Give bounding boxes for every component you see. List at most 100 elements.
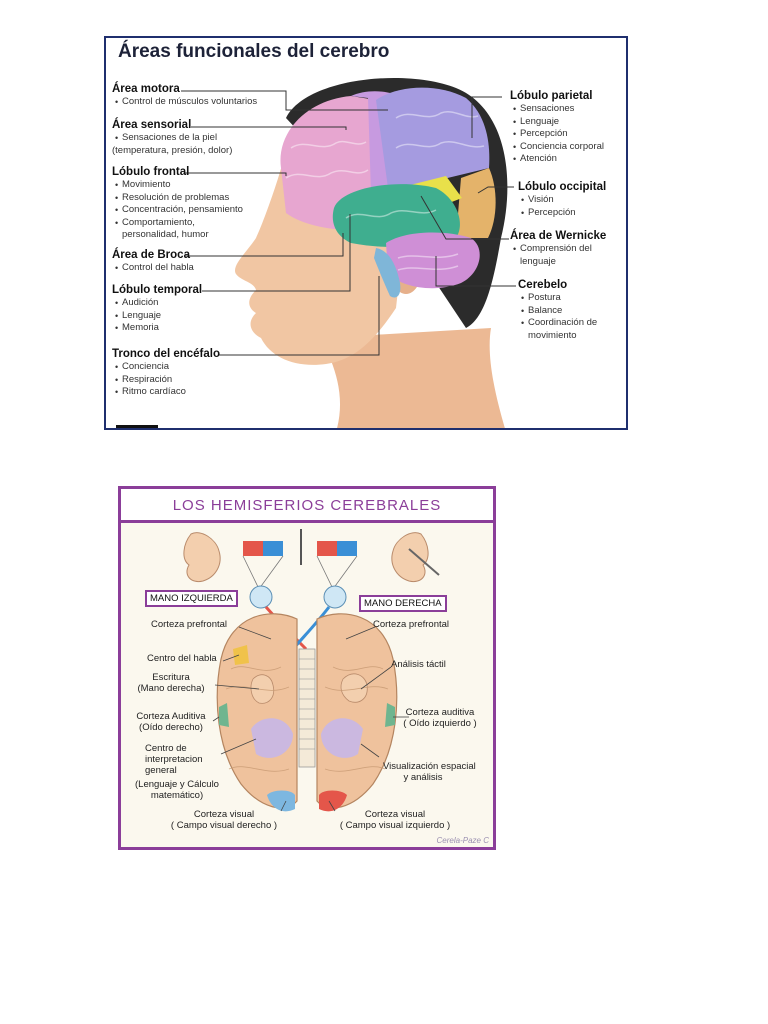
label-line: ( Oído izquierdo ) — [403, 718, 477, 729]
label-broca-area: Área de Broca Control del habla — [112, 248, 194, 275]
brain-functional-areas-figure: Áreas funcionales del cerebro Área motor… — [104, 36, 628, 430]
left-hand-icon — [183, 532, 221, 583]
label-item: Postura — [521, 292, 597, 305]
interpretation-area — [251, 718, 293, 758]
label-line: (Oído derecho) — [139, 722, 203, 733]
label-heading: Área sensorial — [112, 119, 192, 131]
cerebellum-region — [386, 232, 480, 289]
label-item: lenguaje — [520, 255, 556, 267]
label-wernicke-area: Área de Wernicke Comprensión del lenguaj… — [510, 229, 606, 268]
label-frontal-lobe: Lóbulo frontal Movimiento Resolución de … — [112, 165, 243, 242]
label-item: Percepción — [513, 128, 604, 141]
label-item: Resolución de problemas — [115, 192, 243, 205]
corpus-callosum — [298, 648, 316, 768]
label-item: Lenguaje — [513, 116, 604, 129]
label-line: Escritura — [152, 672, 190, 683]
label-item: Coordinación de — [521, 317, 597, 330]
label-line: matemático) — [150, 790, 204, 801]
left-writing-hand-icon — [250, 674, 275, 704]
label-item: (temperatura, presión, dolor) — [112, 144, 233, 156]
figure2-title: LOS HEMISFERIOS CEREBRALES — [172, 497, 442, 514]
figure2-titlebar: LOS HEMISFERIOS CEREBRALES — [121, 489, 493, 523]
right-auditory-area — [385, 703, 395, 727]
label-line: (Lenguaje y Cálculo — [135, 779, 219, 790]
label-line: Centro de — [145, 743, 187, 754]
right-visual-cortex — [319, 790, 347, 812]
label-heading: Área de Broca — [112, 249, 190, 261]
label-heading: Lóbulo temporal — [112, 284, 203, 296]
label-item: Visión — [521, 194, 606, 207]
left-visual-cortex — [267, 790, 295, 812]
left-hand-label: MANO IZQUIERDA — [145, 590, 238, 607]
label-left-prefrontal: Corteza prefrontal — [151, 619, 228, 630]
label-brainstem: Tronco del encéfalo Conciencia Respiraci… — [112, 347, 220, 399]
label-line: Corteza visual — [193, 809, 255, 820]
label-item: Control del habla — [115, 262, 194, 275]
label-item: Atención — [513, 153, 604, 166]
cerebral-hemispheres-figure: LOS HEMISFERIOS CEREBRALES — [118, 486, 496, 850]
label-writing: Escritura (Mano derecha) — [131, 672, 211, 694]
label-item: movimiento — [528, 329, 577, 341]
right-hemisphere — [316, 613, 398, 809]
left-eye-icon — [249, 585, 273, 609]
label-item: Respiración — [115, 374, 220, 387]
left-visual-field-red — [243, 541, 263, 556]
label-heading: Lóbulo occipital — [518, 181, 607, 193]
label-left-visual-cortex: Corteza visual ( Campo visual derecho ) — [159, 809, 289, 831]
label-item: Conciencia — [115, 361, 220, 374]
label-heading: Cerebelo — [518, 279, 568, 291]
label-item: Sensaciones de la piel — [115, 132, 232, 145]
bottom-bar — [116, 425, 158, 428]
label-heading: Área motora — [112, 83, 180, 95]
label-tactile-analysis: Análisis táctil — [391, 659, 446, 670]
label-line: y análisis — [403, 772, 443, 783]
label-parietal-lobe: Lóbulo parietal Sensaciones Lenguaje Per… — [510, 89, 604, 166]
label-sensory-area: Área sensorial Sensaciones de la piel (t… — [112, 118, 232, 157]
label-heading: Tronco del encéfalo — [112, 348, 220, 360]
label-heading: Lóbulo parietal — [510, 90, 593, 102]
label-item: Ritmo cardíaco — [115, 386, 220, 399]
label-item: Balance — [521, 305, 597, 318]
right-hand-icon — [391, 532, 429, 583]
label-item: Comprensión del — [513, 243, 606, 256]
label-line: interpretacion — [145, 754, 203, 765]
left-auditory-area — [219, 703, 229, 727]
label-interpretation-center: Centro de interpretacion general — [145, 743, 203, 776]
label-item: Sensaciones — [513, 103, 604, 116]
label-line: ( Campo visual derecho ) — [170, 820, 278, 831]
left-hemisphere — [216, 613, 298, 809]
label-line: general — [145, 765, 177, 776]
right-hand-label: MANO DERECHA — [359, 595, 447, 612]
label-item: Audición — [115, 297, 202, 310]
label-spatial-visualization: Visualización espacial y análisis — [383, 761, 476, 783]
label-item: Concentración, pensamiento — [115, 204, 243, 217]
label-item: Lenguaje — [115, 310, 202, 323]
label-line: ( Campo visual izquierdo ) — [339, 820, 451, 831]
label-item: Control de músculos voluntarios — [115, 96, 257, 109]
head-brain-illustration — [181, 78, 516, 428]
label-heading: Lóbulo frontal — [112, 166, 190, 178]
label-heading: Área de Wernicke — [510, 230, 607, 242]
sensory-area-region — [376, 87, 490, 188]
occipital-lobe-region — [456, 168, 496, 238]
label-item: Movimiento — [115, 179, 243, 192]
right-eye-icon — [323, 585, 347, 609]
label-item: Conciencia corporal — [513, 141, 604, 154]
left-visual-field-blue — [263, 541, 283, 556]
credit-signature: Cerela-Paze C — [436, 836, 489, 845]
label-temporal-lobe: Lóbulo temporal Audición Lenguaje Memori… — [112, 283, 202, 335]
label-line: Corteza Auditiva — [136, 711, 206, 722]
spatial-area — [321, 718, 363, 758]
label-line: Corteza visual — [364, 809, 426, 820]
brainstem-region — [374, 248, 401, 298]
label-line: (Mano derecha) — [137, 683, 205, 694]
label-left-auditory: Corteza Auditiva (Oído derecho) — [129, 711, 213, 733]
label-line: Corteza auditiva — [405, 707, 475, 718]
label-line: Visualización espacial — [383, 761, 476, 772]
label-occipital-lobe: Lóbulo occipital Visión Percepción — [518, 180, 606, 219]
right-visual-field-blue — [337, 541, 357, 556]
figure1-title: Áreas funcionales del cerebro — [118, 41, 390, 62]
temporal-lobe-region — [332, 184, 460, 248]
label-right-auditory: Corteza auditiva ( Oído izquierdo ) — [395, 707, 485, 729]
speech-area — [233, 645, 249, 665]
